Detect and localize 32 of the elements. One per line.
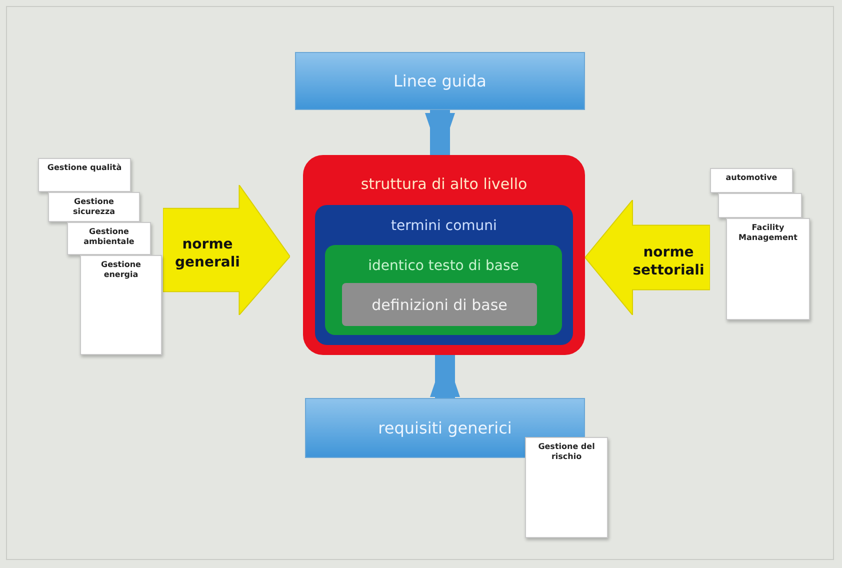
document-title: Gestione qualità bbox=[46, 163, 123, 173]
container-box bbox=[315, 205, 573, 345]
document-page bbox=[525, 437, 608, 538]
document-page bbox=[710, 168, 793, 193]
document-page bbox=[726, 218, 810, 320]
container-box bbox=[325, 245, 562, 335]
document-page bbox=[48, 192, 140, 222]
inner-box bbox=[342, 283, 537, 326]
block-arrow bbox=[585, 200, 710, 315]
arrow-label: norme settoriali bbox=[632, 243, 706, 280]
box-label: definizioni di base bbox=[370, 296, 508, 314]
document-title: Facility Management bbox=[738, 223, 798, 243]
document-page bbox=[80, 255, 162, 355]
document-page bbox=[38, 158, 131, 192]
arrow-label: norme generali bbox=[174, 236, 241, 272]
box-title: struttura di alto livello bbox=[360, 175, 528, 193]
document-title: Gestione ambientale bbox=[82, 227, 136, 247]
document-page bbox=[718, 193, 802, 218]
block-arrow-connector bbox=[425, 110, 455, 157]
document-title: automotive bbox=[724, 173, 778, 183]
document-page bbox=[67, 222, 151, 255]
banner-label: Linee guida bbox=[392, 72, 488, 90]
document-title: Gestione del rischio bbox=[537, 442, 596, 462]
container-box bbox=[303, 155, 585, 355]
block-arrow-connector bbox=[430, 353, 460, 398]
document-title: Gestione sicurezza bbox=[72, 197, 116, 217]
box-title: identico testo di base bbox=[367, 258, 520, 274]
document-title: Gestione energia bbox=[100, 260, 142, 280]
banner-label: requisiti generici bbox=[377, 418, 513, 438]
block-arrow bbox=[163, 185, 290, 315]
banner-box bbox=[295, 52, 585, 110]
box-title: termini comuni bbox=[390, 218, 498, 234]
